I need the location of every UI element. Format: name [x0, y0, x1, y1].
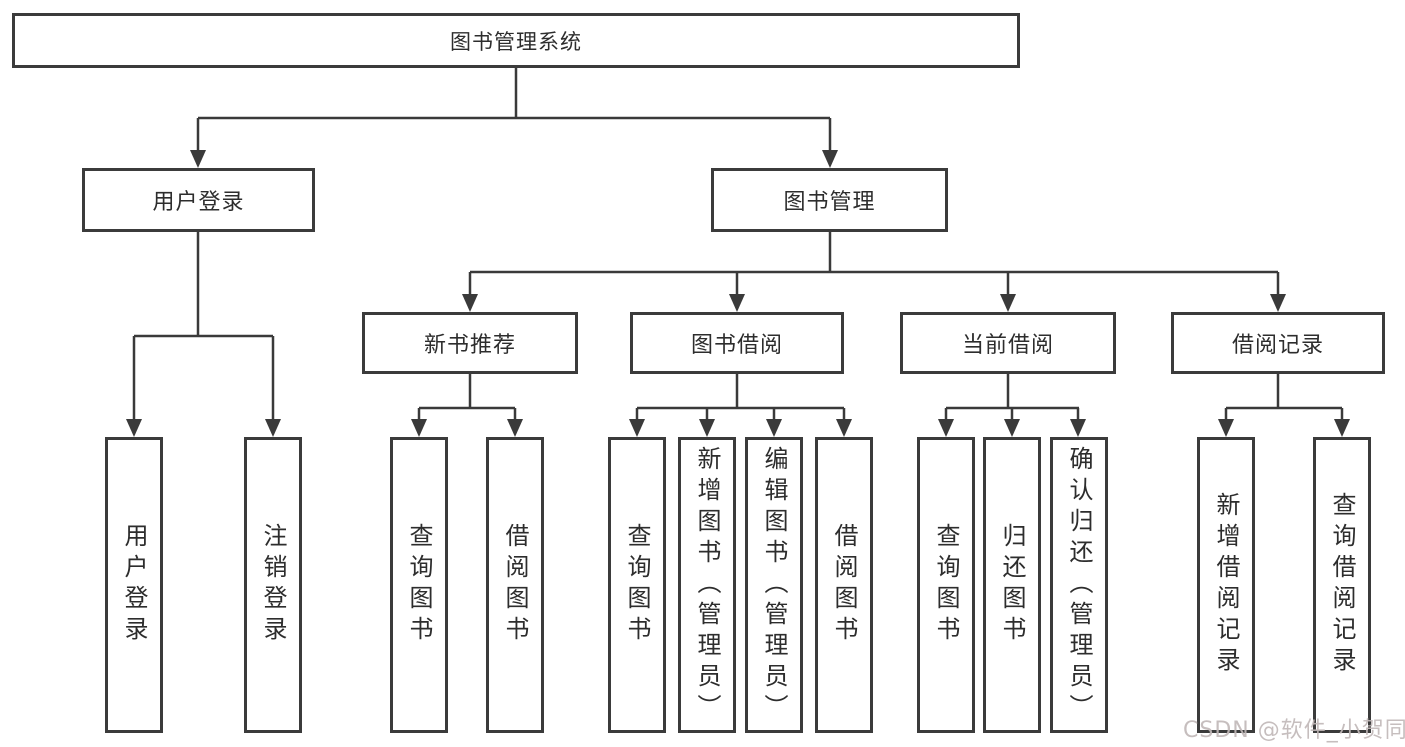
node-user-login-label: 用户登录 — [152, 190, 245, 215]
node-current-borrowing-label: 当前借阅 — [961, 333, 1054, 358]
leaf-borrow-books-recommend: 借阅图书 — [486, 437, 544, 733]
leaf-confirm-return-admin-label: 确认归还（管理员） — [1065, 445, 1093, 725]
node-borrowing-records-label: 借阅记录 — [1231, 333, 1324, 358]
node-new-book-recommendation: 新书推荐 — [362, 312, 578, 374]
node-book-borrowing-label: 图书借阅 — [690, 333, 783, 358]
node-book-management-label: 图书管理 — [783, 190, 876, 215]
leaf-edit-book-admin: 编辑图书（管理员） — [745, 437, 803, 733]
arrowheads — [126, 150, 1350, 437]
leaf-add-borrow-record: 新增借阅记录 — [1197, 437, 1255, 733]
leaf-query-books-borrowing: 查询图书 — [608, 437, 666, 733]
leaf-borrow-books-recommend-label: 借阅图书 — [501, 523, 529, 647]
leaf-query-books-borrowing-label: 查询图书 — [623, 523, 651, 647]
node-root: 图书管理系统 — [12, 13, 1020, 68]
leaf-user-login: 用户登录 — [105, 437, 163, 733]
node-user-login: 用户登录 — [82, 168, 315, 232]
node-current-borrowing: 当前借阅 — [900, 312, 1116, 374]
leaf-return-books-label: 归还图书 — [998, 523, 1026, 647]
leaf-query-books-current: 查询图书 — [917, 437, 975, 733]
leaf-borrow-books-borrowing: 借阅图书 — [815, 437, 873, 733]
leaf-query-borrow-record: 查询借阅记录 — [1313, 437, 1371, 733]
leaf-return-books: 归还图书 — [983, 437, 1041, 733]
leaf-borrow-books-borrowing-label: 借阅图书 — [830, 523, 858, 647]
leaf-confirm-return-admin: 确认归还（管理员） — [1050, 437, 1108, 733]
leaf-edit-book-admin-label: 编辑图书（管理员） — [760, 445, 788, 725]
node-book-management: 图书管理 — [711, 168, 948, 232]
csdn-watermark: CSDN @软件_小贺同学 — [1183, 718, 1405, 743]
leaf-add-book-admin-label: 新增图书（管理员） — [693, 445, 721, 725]
leaf-add-book-admin: 新增图书（管理员） — [678, 437, 736, 733]
leaf-add-borrow-record-label: 新增借阅记录 — [1212, 492, 1240, 678]
leaf-logout: 注销登录 — [244, 437, 302, 733]
node-borrowing-records: 借阅记录 — [1171, 312, 1385, 374]
leaf-user-login-label: 用户登录 — [120, 523, 148, 647]
node-root-label: 图书管理系统 — [450, 29, 582, 54]
node-book-borrowing: 图书借阅 — [630, 312, 844, 374]
leaf-query-books-recommend-label: 查询图书 — [405, 523, 433, 647]
leaf-query-books-current-label: 查询图书 — [932, 523, 960, 647]
leaf-query-borrow-record-label: 查询借阅记录 — [1328, 492, 1356, 678]
leaf-query-books-recommend: 查询图书 — [390, 437, 448, 733]
leaf-logout-label: 注销登录 — [259, 523, 287, 647]
node-new-book-recommendation-label: 新书推荐 — [423, 333, 516, 358]
